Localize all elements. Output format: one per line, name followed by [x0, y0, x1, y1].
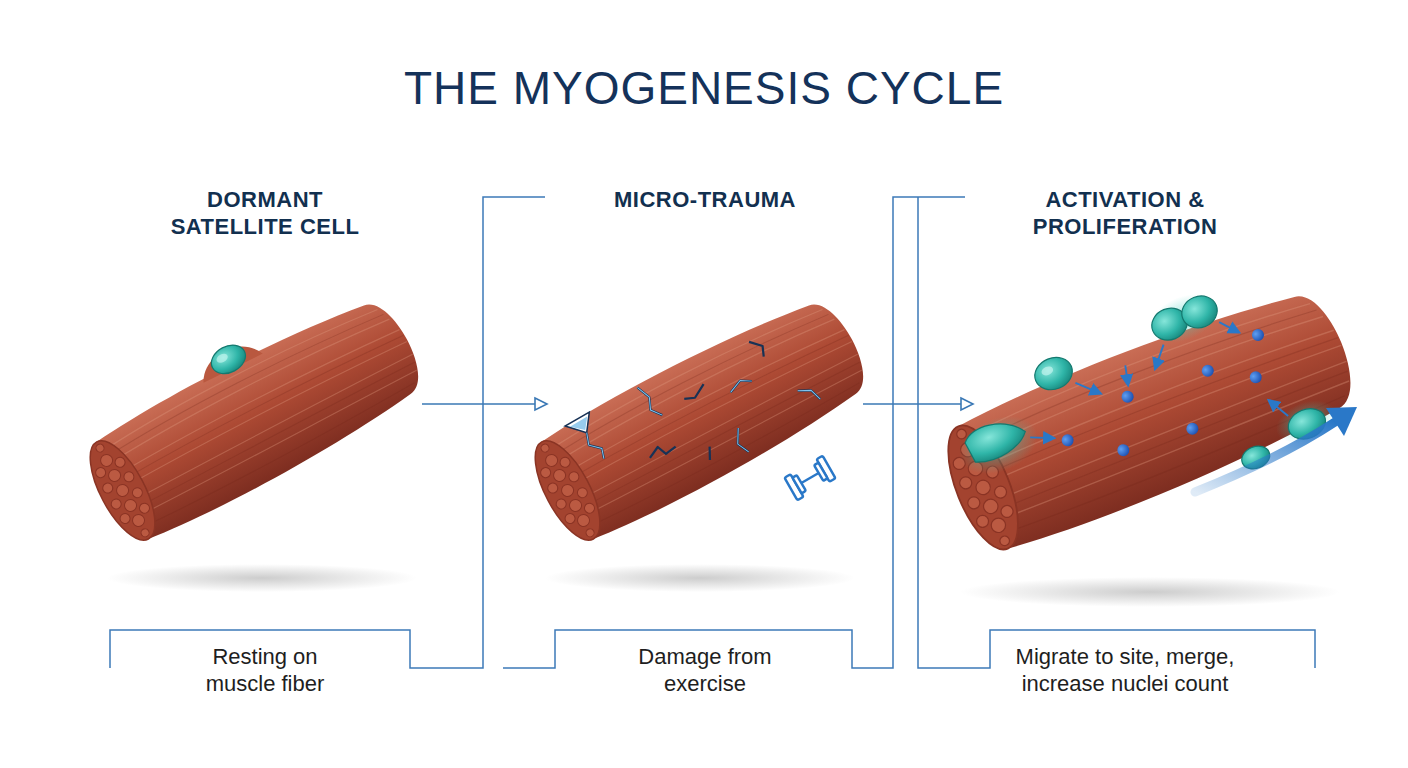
damaged-fiber	[637, 383, 662, 419]
migration-arrows	[1269, 396, 1288, 421]
damaged-fiber	[728, 376, 752, 393]
regenerating-fiber	[931, 275, 1368, 564]
satellite-cells	[934, 259, 1344, 571]
nuclei	[1120, 389, 1136, 405]
stage-caption: Migrate to site, merge, increase nuclei …	[990, 643, 1260, 697]
growth-arrow	[1195, 407, 1357, 492]
satellite-cells	[951, 405, 1046, 485]
growth-arrow	[1195, 422, 1335, 492]
nuclei	[1200, 363, 1216, 379]
stage-panel: DORMANT SATELLITE CELL Resting on muscle …	[110, 180, 420, 710]
damaged-fiber	[682, 384, 707, 402]
satellite-cells	[1142, 285, 1225, 352]
satellite-cells	[1030, 352, 1077, 395]
migration-arrows	[1148, 345, 1171, 369]
stage-panel: ACTIVATION & PROLIFERATION Migrate to sit…	[975, 180, 1275, 710]
resting-fiber	[66, 269, 435, 554]
damaged-fiber	[704, 447, 715, 460]
damaged-fiber	[728, 376, 752, 393]
stage-caption: Damage from exercise	[620, 643, 790, 697]
flow-arrow	[422, 403, 547, 405]
resting-fiber	[206, 339, 250, 379]
dumbbell-icon	[793, 475, 806, 493]
ground-shadow	[107, 564, 1340, 607]
ground-shadow	[960, 577, 1340, 607]
damaged-fiber	[731, 428, 750, 455]
damaged-fiber	[570, 417, 593, 436]
damaged-fiber	[520, 286, 881, 554]
stage-caption: Resting on muscle fiber	[185, 643, 345, 697]
satellite-cells	[1040, 365, 1054, 377]
migration-arrows	[1017, 311, 1288, 508]
nuclei	[1185, 421, 1201, 437]
diagram-title: THE MYOGENESIS CYCLE	[0, 0, 1408, 116]
damaged-fiber	[731, 428, 750, 455]
dumbbell-icon	[814, 463, 827, 481]
damaged-fiber	[565, 412, 598, 440]
growth-arrow	[1326, 407, 1357, 436]
damaged-fiber	[637, 383, 662, 419]
ground-shadow	[545, 564, 855, 592]
regenerating-fiber	[920, 247, 1373, 576]
migration-arrows	[1121, 365, 1133, 385]
damaged-fiber	[798, 383, 821, 406]
resting-fiber	[195, 335, 263, 384]
resting-fiber	[215, 352, 229, 365]
migration-arrows	[1075, 376, 1100, 401]
damaged-fiber	[520, 286, 881, 554]
stage-panel: MICRO-TRAUMA Damage from exercise	[549, 180, 861, 710]
satellite-cells	[1177, 291, 1222, 333]
caption-bracket	[503, 197, 965, 668]
stage-heading: DORMANT SATELLITE CELL	[150, 186, 380, 240]
migration-arrows	[1030, 429, 1054, 446]
damaged-fiber	[749, 337, 767, 359]
satellite-cells	[962, 413, 1030, 467]
damaged-fiber	[583, 430, 606, 462]
nuclei	[1050, 327, 1289, 481]
resting-fiber	[75, 286, 436, 554]
nuclei	[1116, 442, 1132, 458]
damaged-fiber	[576, 314, 827, 516]
stage-heading: MICRO-TRAUMA	[555, 186, 855, 213]
damaged-fiber	[583, 430, 606, 462]
stage-heading: ACTIVATION & PROLIFERATION	[995, 186, 1255, 240]
flow-arrow	[863, 403, 973, 405]
damaged-fiber	[647, 439, 676, 461]
migration-arrows	[1219, 317, 1239, 338]
damaged-fiber	[798, 383, 821, 406]
dumbbell-icon	[784, 456, 835, 501]
damaged-fiber	[576, 314, 827, 516]
nuclei	[1060, 433, 1076, 449]
nuclei	[1248, 369, 1264, 385]
nuclei	[1250, 327, 1266, 343]
ground-shadow	[107, 564, 417, 592]
